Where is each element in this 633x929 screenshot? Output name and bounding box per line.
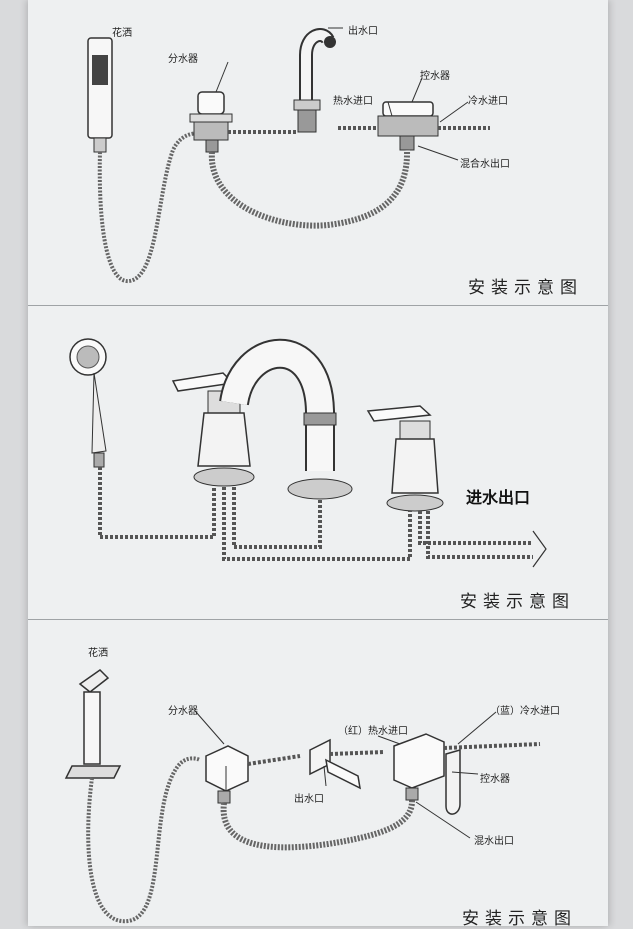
label-cold-inlet: 冷水进口 xyxy=(468,96,508,107)
hand-shower-illustration xyxy=(64,669,122,779)
spout-illustration xyxy=(309,738,361,790)
diverter-illustration xyxy=(189,91,233,153)
label-diverter: 分水器 xyxy=(168,706,198,717)
hand-shower-illustration xyxy=(87,37,113,153)
label-mix-outlet: 混合水出口 xyxy=(460,159,510,170)
caption-panel-2: 安装示意图 xyxy=(460,592,575,612)
label-shower: 花洒 xyxy=(112,28,132,39)
mix-hose xyxy=(208,149,411,229)
label-hot-inlet: 热水进口 xyxy=(333,96,373,107)
label-cold-inlet: （蓝）冷水进口 xyxy=(490,706,560,717)
label-mix-outlet: 混水出口 xyxy=(474,836,514,847)
shower-hose xyxy=(97,131,201,284)
hose-network xyxy=(98,467,533,561)
controller-illustration xyxy=(377,101,439,151)
label-controller: 控水器 xyxy=(480,774,510,785)
diagram-panel-1: 花洒 分水器 出水口 控水器 热水进口 冷水进口 混合水出口 安装示意图 xyxy=(28,0,608,306)
label-inlet-outlet: 进水出口 xyxy=(466,488,531,507)
label-shower: 花洒 xyxy=(88,648,108,659)
diagram-panel-3: 花洒 分水器 （红）热水进口 （蓝）冷水进口 控水器 出水口 混水出口 安装示意… xyxy=(28,626,608,929)
right-valve-illustration xyxy=(366,405,444,512)
panel-1-drawing xyxy=(87,27,490,284)
label-hot-inlet: （红）热水进口 xyxy=(338,726,408,737)
caption-panel-3: 安装示意图 xyxy=(462,909,577,929)
mix-hose xyxy=(220,799,416,851)
controller-illustration xyxy=(393,733,461,815)
spout-illustration xyxy=(293,28,336,133)
caption-panel-1: 安装示意图 xyxy=(468,278,583,298)
label-controller: 控水器 xyxy=(420,71,450,82)
diagram-panel-2: 进水出口 安装示意图 xyxy=(28,311,608,620)
shower-hose xyxy=(86,756,201,924)
panel-2-drawing xyxy=(69,338,547,568)
panel-3-drawing xyxy=(64,669,541,924)
label-spout: 出水口 xyxy=(348,26,378,37)
label-diverter: 分水器 xyxy=(168,54,198,65)
hand-shower-illustration xyxy=(69,338,107,468)
diverter-illustration xyxy=(205,745,249,804)
label-spout: 出水口 xyxy=(294,794,324,805)
instruction-sheet: 花洒 分水器 出水口 控水器 热水进口 冷水进口 混合水出口 安装示意图 xyxy=(28,0,608,929)
spout-illustration xyxy=(219,338,353,500)
